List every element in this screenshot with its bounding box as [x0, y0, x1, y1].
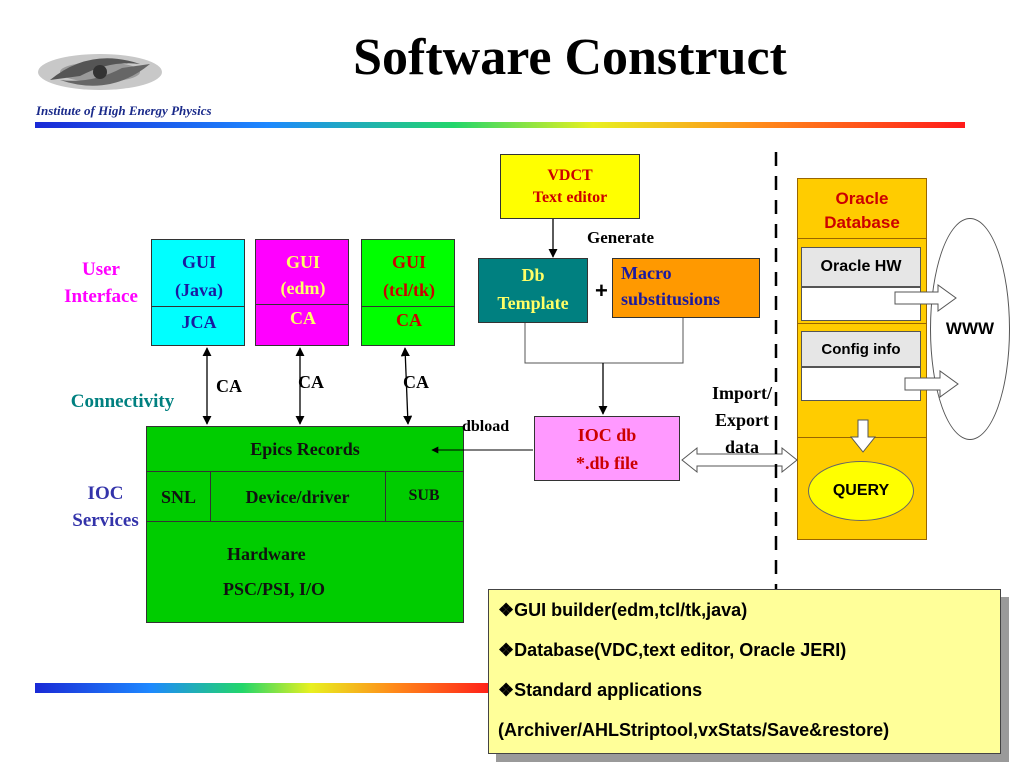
oracle-config-field	[801, 367, 921, 401]
macro-line1: Macro	[621, 263, 672, 283]
summary-bullet-box: ❖GUI builder(edm,tcl/tk,java) ❖Database(…	[488, 589, 1001, 754]
import-line3: data	[724, 437, 759, 457]
bullet-database: ❖Database(VDC,text editor, Oracle JERI)	[498, 640, 847, 660]
label-ioc-services: IOC Services	[72, 483, 139, 531]
oracle-divider-3	[798, 437, 926, 438]
gui-tcltk-protocol: CA	[396, 310, 422, 330]
import-line1: Import/	[712, 383, 772, 403]
oracle-title-line2: Database	[824, 213, 900, 232]
ioc-block: Epics Records SNL Device/driver SUB Hard…	[146, 426, 464, 623]
gui-tcltk-divider	[362, 306, 454, 307]
db-template-box: Db Template	[478, 258, 588, 323]
ioc-row-divider-bottom	[147, 521, 463, 522]
bullet-gui-builder: ❖GUI builder(edm,tcl/tk,java)	[498, 600, 748, 620]
gui-java-line2: (Java)	[175, 280, 223, 300]
gui-java-divider	[152, 306, 244, 307]
template-merge-line	[524, 318, 684, 364]
sub-label: SUB	[408, 487, 440, 504]
page-title: Software Construct	[353, 29, 787, 86]
bullet-standard-apps-detail: (Archiver/AHLStriptool,vxStats/Save&rest…	[498, 720, 890, 740]
gui-edm-divider	[256, 304, 348, 305]
vdct-line1: VDCT	[547, 167, 593, 184]
ca-label-java: CA	[216, 376, 242, 396]
logo	[30, 42, 220, 102]
label-connectivity: Connectivity	[70, 391, 175, 412]
ioc-col-divider-2	[385, 471, 386, 521]
snl-label: SNL	[160, 487, 196, 507]
oracle-title-line1: Oracle	[835, 189, 889, 208]
psc-psi-label: PSC/PSI, I/O	[223, 579, 326, 599]
ca-label-edm: CA	[298, 372, 324, 392]
label-user-interface: User Interface	[64, 259, 138, 307]
query-ellipse: QUERY	[808, 461, 914, 521]
logo-text: Institute of High Energy Physics	[36, 103, 212, 118]
gui-edm-box: GUI (edm) CA	[255, 239, 349, 346]
macro-box: Macro substitusions	[612, 258, 760, 318]
gui-java-line1: GUI	[181, 252, 216, 272]
ca-label-tcltk: CA	[403, 372, 429, 392]
oracle-divider-1	[798, 238, 926, 239]
oracle-config-label: Config info	[801, 331, 921, 367]
import-line2: Export	[715, 410, 769, 430]
dbload-label: dbload	[462, 418, 510, 435]
vdct-line2: Text editor	[532, 189, 608, 206]
hardware-label: Hardware	[227, 544, 306, 564]
gui-edm-protocol: CA	[290, 308, 316, 328]
bullet-standard-apps: ❖Standard applications	[498, 680, 703, 700]
gui-tcltk-line2: (tcl/tk)	[383, 280, 435, 300]
oracle-hw-field	[801, 287, 921, 321]
generate-label: Generate	[587, 228, 655, 247]
ioc-db-line1: IOC db	[577, 425, 637, 445]
gui-edm-line2: (edm)	[280, 278, 326, 298]
ioc-row-divider-top	[147, 471, 463, 472]
gui-java-box: GUI (Java) JCA	[151, 239, 245, 346]
oracle-db-box: Oracle Database Oracle HW Config info QU…	[797, 178, 927, 540]
gui-tcltk-line1: GUI	[391, 252, 426, 272]
www-ellipse: WWW	[930, 218, 1010, 440]
ioc-db-line2: *.db file	[575, 453, 638, 473]
macro-line2: substitusions	[621, 289, 721, 309]
gui-java-protocol: JCA	[181, 312, 217, 332]
gui-tcltk-box: GUI (tcl/tk) CA	[361, 239, 455, 346]
db-template-line2: Template	[497, 293, 569, 313]
db-template-line1: Db	[521, 265, 545, 285]
top-rainbow-divider	[35, 122, 965, 128]
ioc-db-box: IOC db *.db file	[534, 416, 680, 481]
device-driver-label: Device/driver	[245, 487, 350, 507]
gui-edm-line1: GUI	[285, 252, 320, 272]
oracle-hw-label: Oracle HW	[801, 247, 921, 287]
ioc-col-divider-1	[210, 471, 211, 521]
bottom-rainbow-divider	[35, 683, 495, 693]
epics-records-label: Epics Records	[250, 439, 360, 459]
plus-sign: +	[595, 278, 608, 303]
vdct-box: VDCT Text editor	[500, 154, 640, 219]
oracle-divider-2	[798, 323, 926, 324]
ihep-logo-icon	[38, 54, 162, 90]
